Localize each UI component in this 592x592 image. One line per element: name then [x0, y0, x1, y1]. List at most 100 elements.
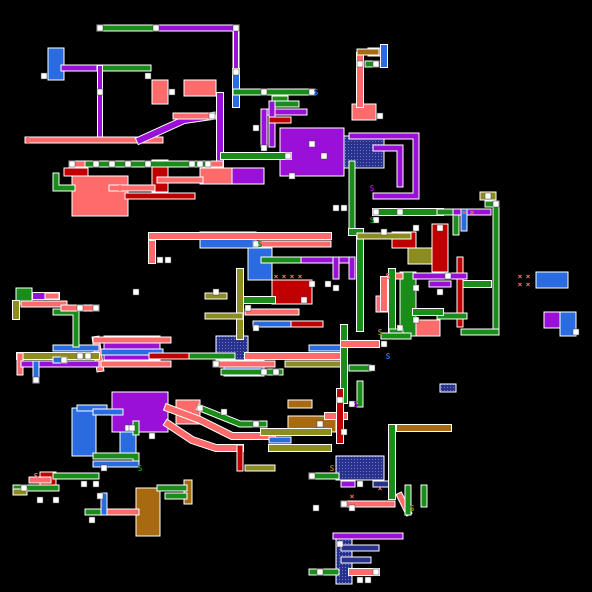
node-93	[340, 204, 348, 212]
node-45	[340, 500, 348, 508]
node-55	[444, 272, 452, 280]
node-54	[436, 288, 444, 296]
node-14	[124, 160, 132, 168]
node-71	[316, 568, 324, 576]
room-8	[247, 247, 273, 281]
map-marker-12: S	[34, 472, 39, 481]
node-19	[284, 152, 292, 160]
node-49	[368, 364, 376, 372]
node-73	[92, 480, 100, 488]
map-marker-10: S	[138, 464, 143, 473]
corridor-49	[53, 309, 79, 347]
node-8	[144, 72, 152, 80]
map-marker-2: S	[314, 88, 319, 97]
node-64	[356, 60, 364, 68]
cross-marker-1: ×	[282, 272, 287, 281]
node-27	[212, 288, 220, 296]
node-layer: ××××××××××××	[20, 24, 580, 584]
node-80	[36, 496, 44, 504]
node-17	[204, 160, 212, 168]
corridor-1	[157, 25, 239, 75]
map-marker-3: S	[118, 184, 123, 193]
corridor-54	[164, 404, 275, 439]
node-61	[412, 224, 420, 232]
node-32	[272, 368, 280, 376]
node-7	[96, 88, 104, 96]
node-39	[196, 404, 204, 412]
node-36	[84, 352, 92, 360]
node-52	[396, 324, 404, 332]
node-41	[252, 420, 260, 428]
node-78	[100, 464, 108, 472]
node-47	[356, 480, 364, 488]
node-77	[128, 424, 136, 432]
room-3	[71, 175, 129, 217]
node-68	[356, 576, 364, 584]
node-3	[232, 68, 240, 76]
node-51	[348, 400, 356, 408]
node-89	[332, 284, 340, 292]
node-21	[156, 256, 164, 264]
node-83	[336, 396, 344, 404]
cross-marker-6: ×	[518, 272, 523, 281]
node-43	[340, 428, 348, 436]
corridor-56	[163, 419, 243, 451]
map-marker-4: S	[258, 240, 263, 249]
corridor-edge-1	[156, 24, 240, 76]
room-15	[151, 79, 169, 105]
node-16	[196, 160, 204, 168]
room-13	[335, 455, 385, 481]
node-79	[52, 496, 60, 504]
map-marker-8: S	[330, 464, 335, 473]
node-13	[108, 160, 116, 168]
map-marker-6: S	[386, 272, 391, 281]
node-4	[260, 88, 268, 96]
cross-marker-11: ×	[350, 492, 355, 501]
room-26	[71, 407, 97, 457]
room-4	[199, 167, 233, 185]
node-20	[320, 152, 328, 160]
map-marker-5: S	[370, 184, 375, 193]
node-46	[348, 504, 356, 512]
map-marker-9: S	[354, 400, 359, 409]
node-33	[92, 304, 100, 312]
node-25	[324, 280, 332, 288]
room-5	[231, 167, 265, 185]
node-1	[152, 24, 160, 32]
node-38	[32, 376, 40, 384]
cross-marker-9: ×	[526, 280, 531, 289]
node-63	[484, 192, 492, 200]
node-59	[372, 216, 380, 224]
room-7	[271, 279, 313, 305]
room-14	[47, 47, 65, 81]
corridor-19	[53, 173, 75, 191]
node-57	[380, 228, 388, 236]
map-marker-14: S	[370, 216, 375, 225]
node-87	[260, 144, 268, 152]
node-37	[60, 356, 68, 364]
room-25	[407, 247, 433, 265]
corridor-76	[373, 145, 403, 187]
cross-marker-2: ×	[290, 272, 295, 281]
node-90	[572, 328, 580, 336]
cross-marker-7: ×	[526, 272, 531, 281]
node-60	[396, 208, 404, 216]
node-24	[308, 280, 316, 288]
node-29	[252, 324, 260, 332]
room-19	[415, 319, 441, 337]
node-58	[372, 208, 380, 216]
node-12	[92, 160, 100, 168]
room-41	[287, 399, 313, 409]
room-20	[535, 271, 569, 289]
node-11	[68, 160, 76, 168]
node-50	[380, 340, 388, 348]
cross-marker-0: ×	[274, 272, 279, 281]
room-33	[183, 479, 193, 505]
node-26	[300, 296, 308, 304]
room-11	[135, 487, 161, 537]
node-6	[40, 72, 48, 80]
room-22	[543, 311, 561, 329]
node-5	[308, 88, 316, 96]
